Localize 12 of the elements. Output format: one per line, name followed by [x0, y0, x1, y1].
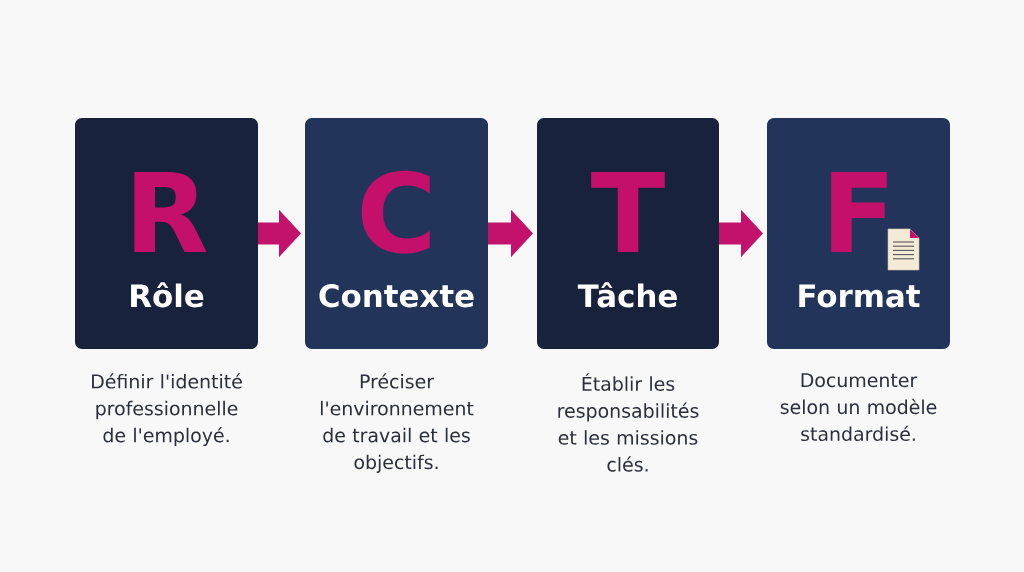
step-title: Rôle: [131, 282, 204, 308]
big-letter: F: [831, 172, 887, 252]
description: Préciser l'environnement de travail et les objectifs.: [320, 373, 474, 473]
description: Établir les responsabilités et les missions clés.: [558, 373, 699, 472]
step-title: Tâche: [577, 282, 677, 308]
description: Définir l'identité professionnelle de l'employé.: [92, 373, 242, 447]
big-letter: R: [134, 172, 207, 252]
step-title: Contexte: [319, 284, 474, 308]
description: Documenter selon un modèle standardisé.: [780, 373, 937, 442]
step-title: Format: [799, 284, 920, 308]
big-letter: T: [591, 172, 665, 252]
big-letter: C: [361, 170, 430, 254]
